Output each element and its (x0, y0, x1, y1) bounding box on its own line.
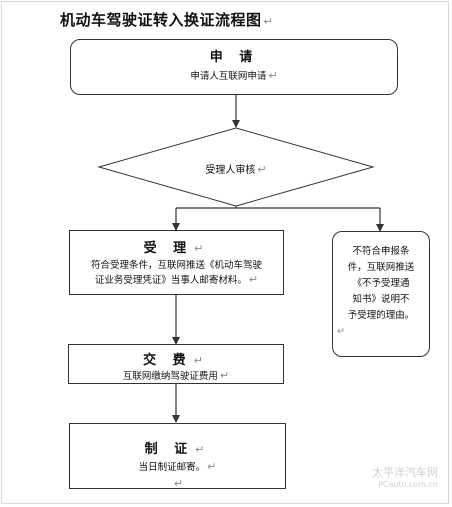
watermark-name: 太平洋汽车网 (372, 466, 438, 479)
step-pay: 交 费↵ 互联网缴纳驾驶证费用↵ (68, 344, 284, 384)
paragraph-mark-icon: ↵ (248, 273, 259, 286)
step-issue: 制 证↵ 当日制证邮寄。↵ ↵ (69, 423, 286, 490)
step-accept-line-1: 符合受理条件，互联网推送《机动车驾驶 (90, 260, 262, 271)
paragraph-mark-icon: ↵ (257, 163, 267, 176)
step-reject-line-2: 件，互联网推送 (347, 262, 415, 273)
watermark-url: PCauto.com.cn (378, 480, 438, 489)
step-apply-head: 申 请 (209, 50, 259, 65)
step-accept: 受 理↵ 符合受理条件，互联网推送《机动车驾驶 证业务受理凭证》当事人邮寄材料。… (69, 230, 284, 295)
step-apply-body: 申请人互联网申请↵ (190, 69, 278, 82)
watermark-logo: 太平洋汽车网 PCauto.com.cn (372, 467, 438, 491)
paragraph-mark-icon: ↵ (207, 460, 217, 473)
step-apply: 申 请 申请人互联网申请↵ (70, 39, 398, 95)
step-reject-line-4: 知书》说明不 (352, 294, 410, 305)
step-reject-line-3: 《不予受理通 (352, 278, 410, 289)
step-issue-head: 制 证↵ (144, 442, 211, 457)
review-label: 受理人审核↵ (205, 163, 267, 176)
step-reject-line-5: 予受理的理由。 (347, 310, 415, 321)
paragraph-mark-icon: ↵ (195, 443, 211, 456)
step-pay-body: 互联网缴纳驾驶证费用 (122, 371, 218, 382)
step-issue-body: 当日制证邮寄。 (138, 462, 206, 473)
step-reject: 不符合申报条 件，互联网推送 《不予受理通 知书》说明不 予受理的理由。 ↵ (332, 231, 430, 357)
paragraph-mark-icon: ↵ (337, 326, 345, 337)
paragraph-mark-icon: ↵ (193, 354, 209, 367)
step-accept-line-2: 证业务受理凭证》当事人邮寄材料。↵ (94, 273, 259, 286)
paragraph-mark-icon: ↵ (263, 15, 274, 28)
paragraph-mark-icon: ↵ (173, 477, 184, 490)
step-reject-line-1: 不符合申报条 (352, 246, 410, 257)
diagram-title: 机动车驾驶证转入换证流程图↵ (60, 11, 274, 29)
paragraph-mark-icon: ↵ (219, 369, 230, 382)
step-accept-head: 受 理↵ (143, 241, 210, 256)
step-pay-head: 交 费↵ (143, 353, 209, 368)
paragraph-mark-icon: ↵ (268, 69, 278, 82)
paragraph-mark-icon: ↵ (194, 242, 210, 255)
